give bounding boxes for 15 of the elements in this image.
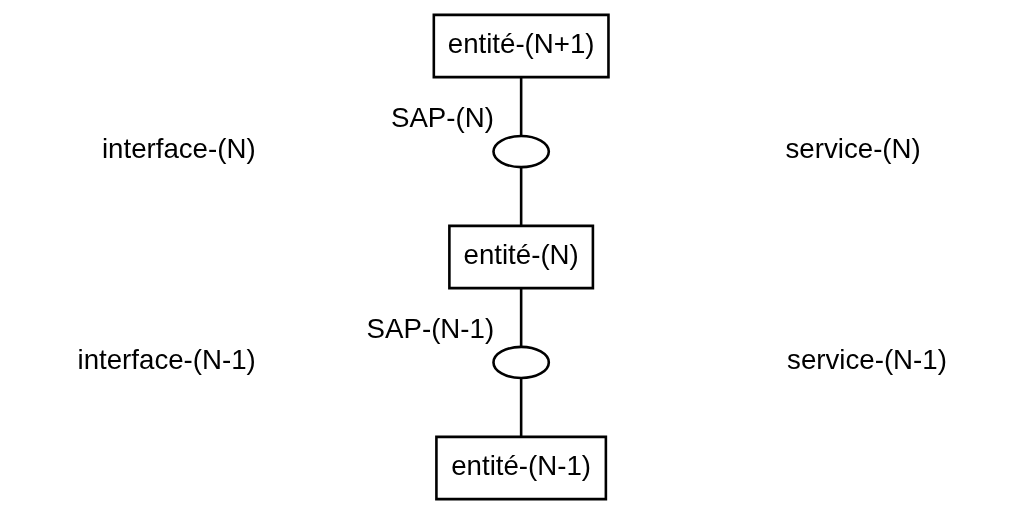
- node-label: SAP-(N): [390, 101, 494, 133]
- label: service-(N-1): [787, 344, 947, 376]
- node-box: entité-(N+1): [432, 13, 610, 79]
- connector: [519, 288, 523, 347]
- connector: [519, 378, 523, 437]
- connector: [519, 77, 523, 136]
- connector: [519, 167, 523, 226]
- label: service-(N): [785, 133, 921, 165]
- node-box: entité-(N-1): [435, 435, 608, 501]
- node-ellipse: [492, 134, 551, 169]
- node-box: entité-(N): [448, 224, 595, 290]
- node-label: SAP-(N-1): [366, 312, 495, 344]
- node-ellipse: [492, 345, 551, 380]
- label: interface-(N-1): [77, 344, 256, 376]
- label: interface-(N): [101, 133, 256, 165]
